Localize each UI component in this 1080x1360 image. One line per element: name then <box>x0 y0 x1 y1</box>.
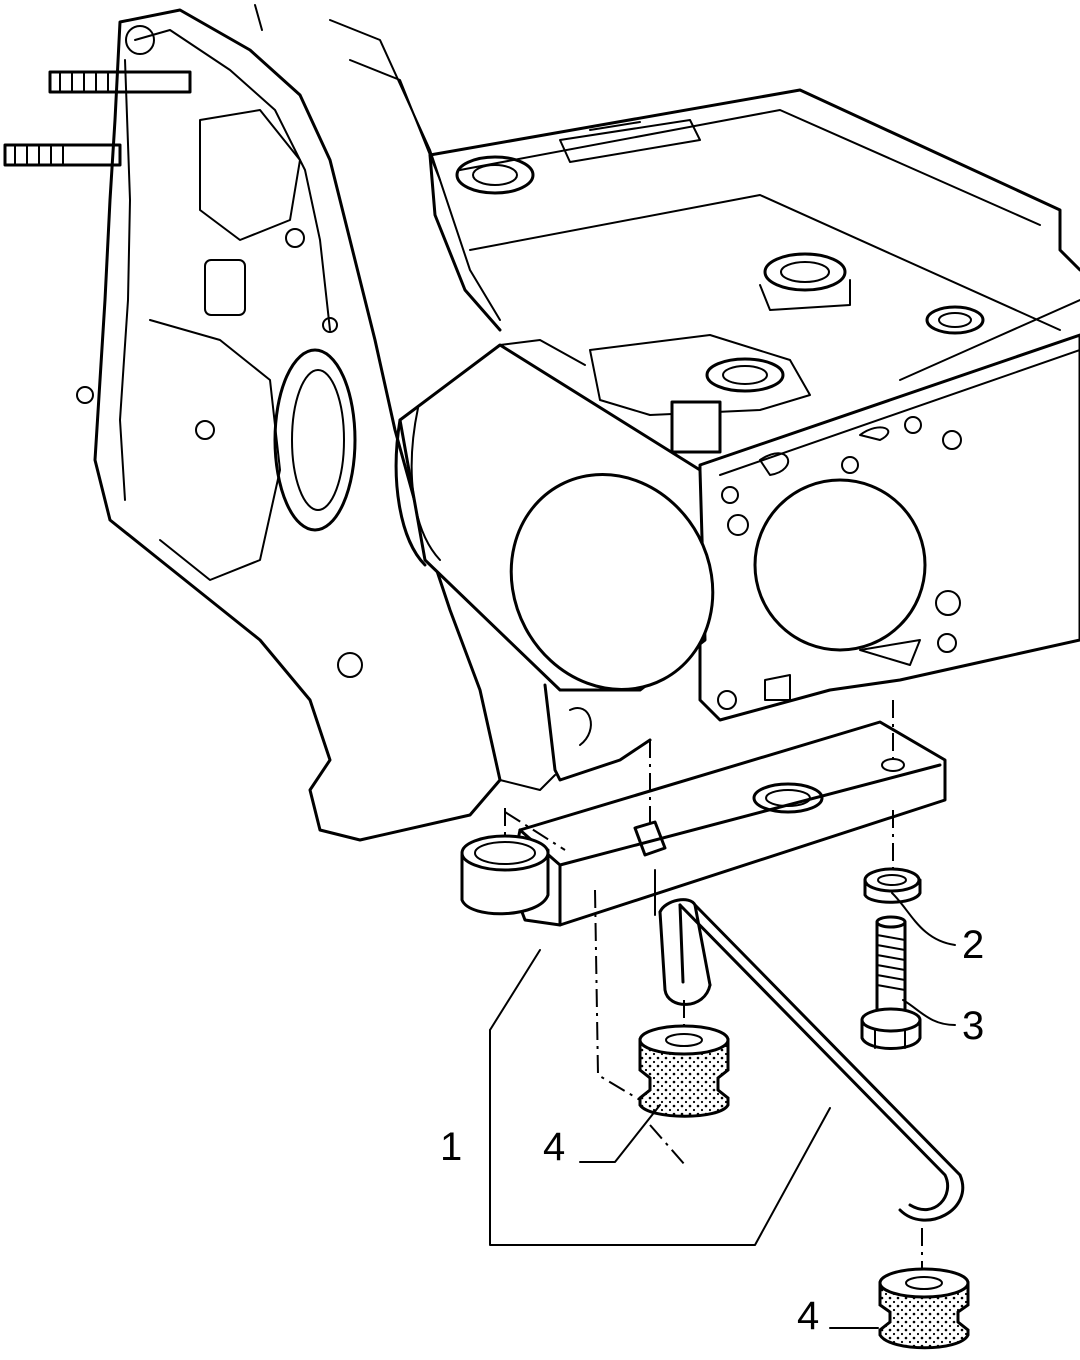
engine-front-housing <box>3 4 502 842</box>
bolt-part-3 <box>860 915 922 1050</box>
dipstick-tube <box>654 869 964 1222</box>
callout-4-lower: 4 <box>797 1294 820 1338</box>
mounting-bracket <box>460 720 947 927</box>
callout-2: 2 <box>962 923 985 967</box>
grommet-part-4-upper <box>638 1024 730 1118</box>
head-gasket <box>698 333 1080 722</box>
leader-lines <box>489 892 956 1329</box>
callout-3: 3 <box>962 1004 985 1048</box>
washer-part-2 <box>863 867 922 904</box>
cylinder-head <box>428 88 1080 454</box>
oil-filter <box>394 339 715 791</box>
callout-4-upper: 4 <box>543 1125 566 1169</box>
grommet-part-4-lower <box>878 1267 970 1350</box>
alignment-lines <box>504 700 923 1268</box>
callout-1: 1 <box>440 1125 463 1169</box>
